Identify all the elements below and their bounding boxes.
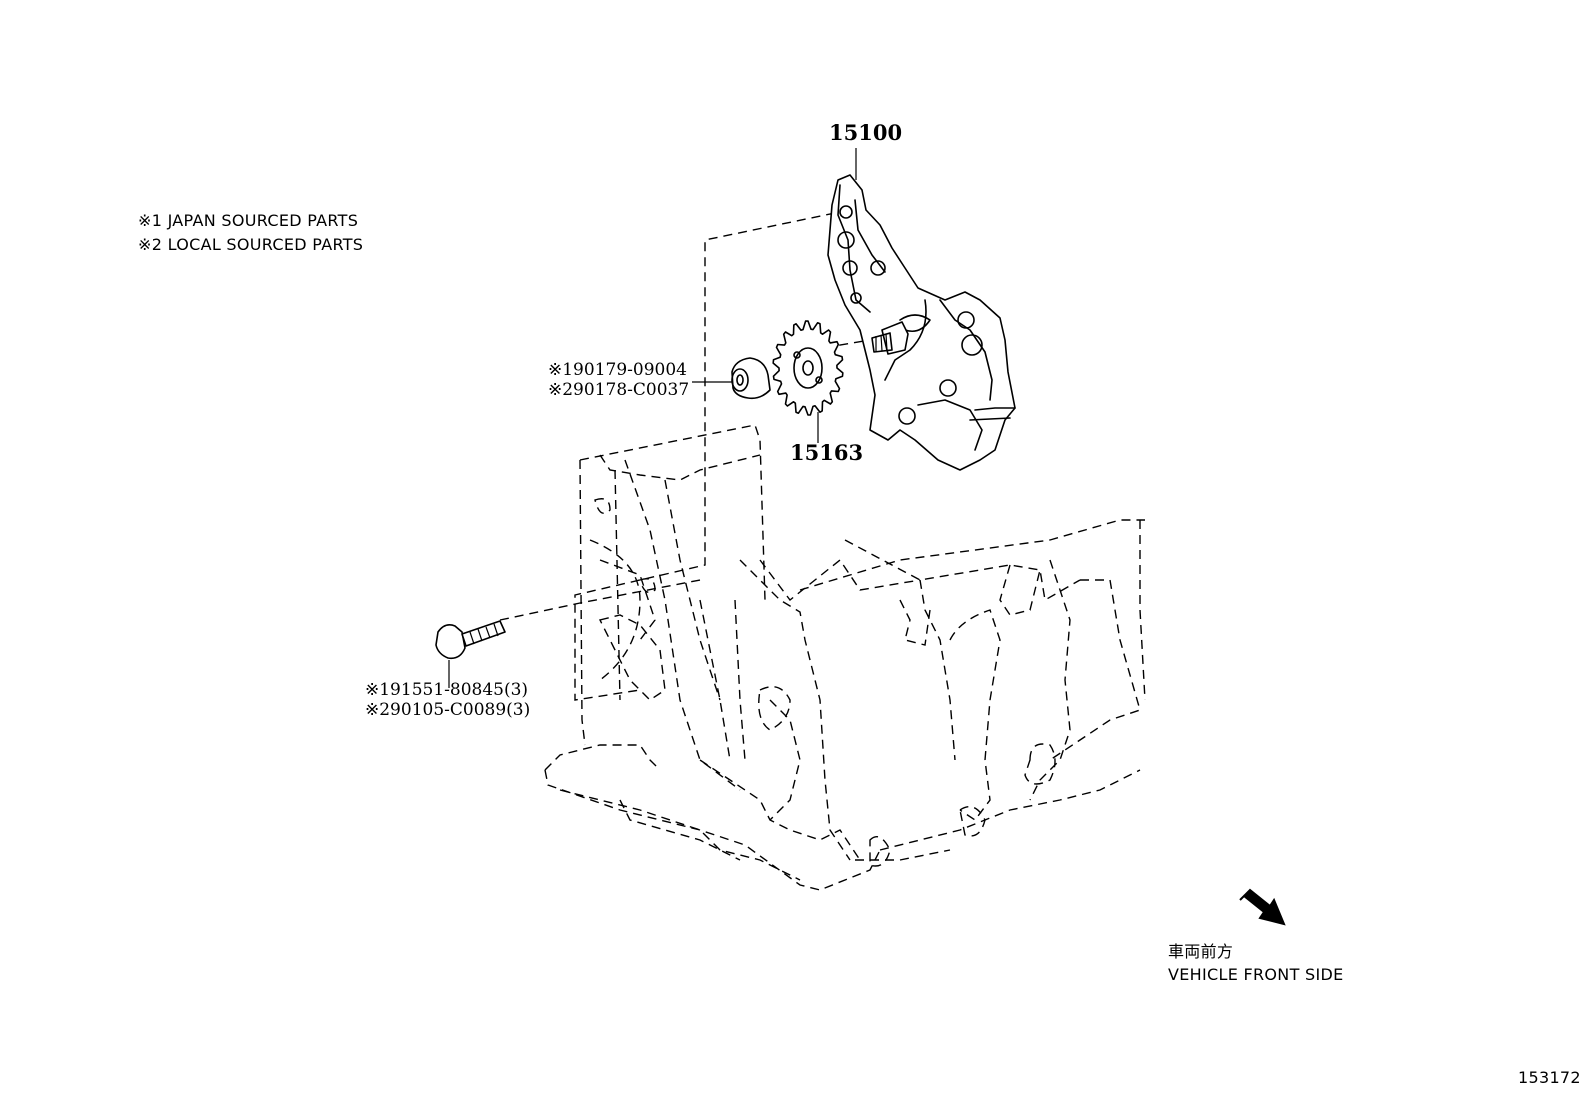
oil-pump-sprocket: [772, 320, 844, 443]
note-local-sourced: ※2 LOCAL SOURCED PARTS: [138, 235, 364, 254]
engine-block-outline: [544, 424, 1146, 891]
oil-pump-assembly: [827, 148, 1016, 471]
callout-bolt-local: ※290105-C0089(3): [365, 700, 531, 720]
vehicle-front-label-jp: 車両前方: [1168, 942, 1234, 961]
vehicle-front-label-en: VEHICLE FRONT SIDE: [1168, 965, 1344, 984]
callout-oil-pump: 15100: [829, 120, 903, 145]
note-japan-sourced: ※1 JAPAN SOURCED PARTS: [138, 211, 359, 230]
figure-id: 153172: [1518, 1068, 1581, 1087]
callout-bolt-japan: ※191551-80845(3): [365, 680, 529, 700]
callout-sprocket: 15163: [790, 440, 864, 465]
mounting-bolt: [435, 620, 506, 688]
callout-nut-local: ※290178-C0037: [548, 380, 690, 400]
vehicle-front-arrow-icon: [1239, 888, 1286, 926]
sprocket-nut: [692, 357, 771, 400]
callout-nut-japan: ※190179-09004: [548, 360, 687, 380]
